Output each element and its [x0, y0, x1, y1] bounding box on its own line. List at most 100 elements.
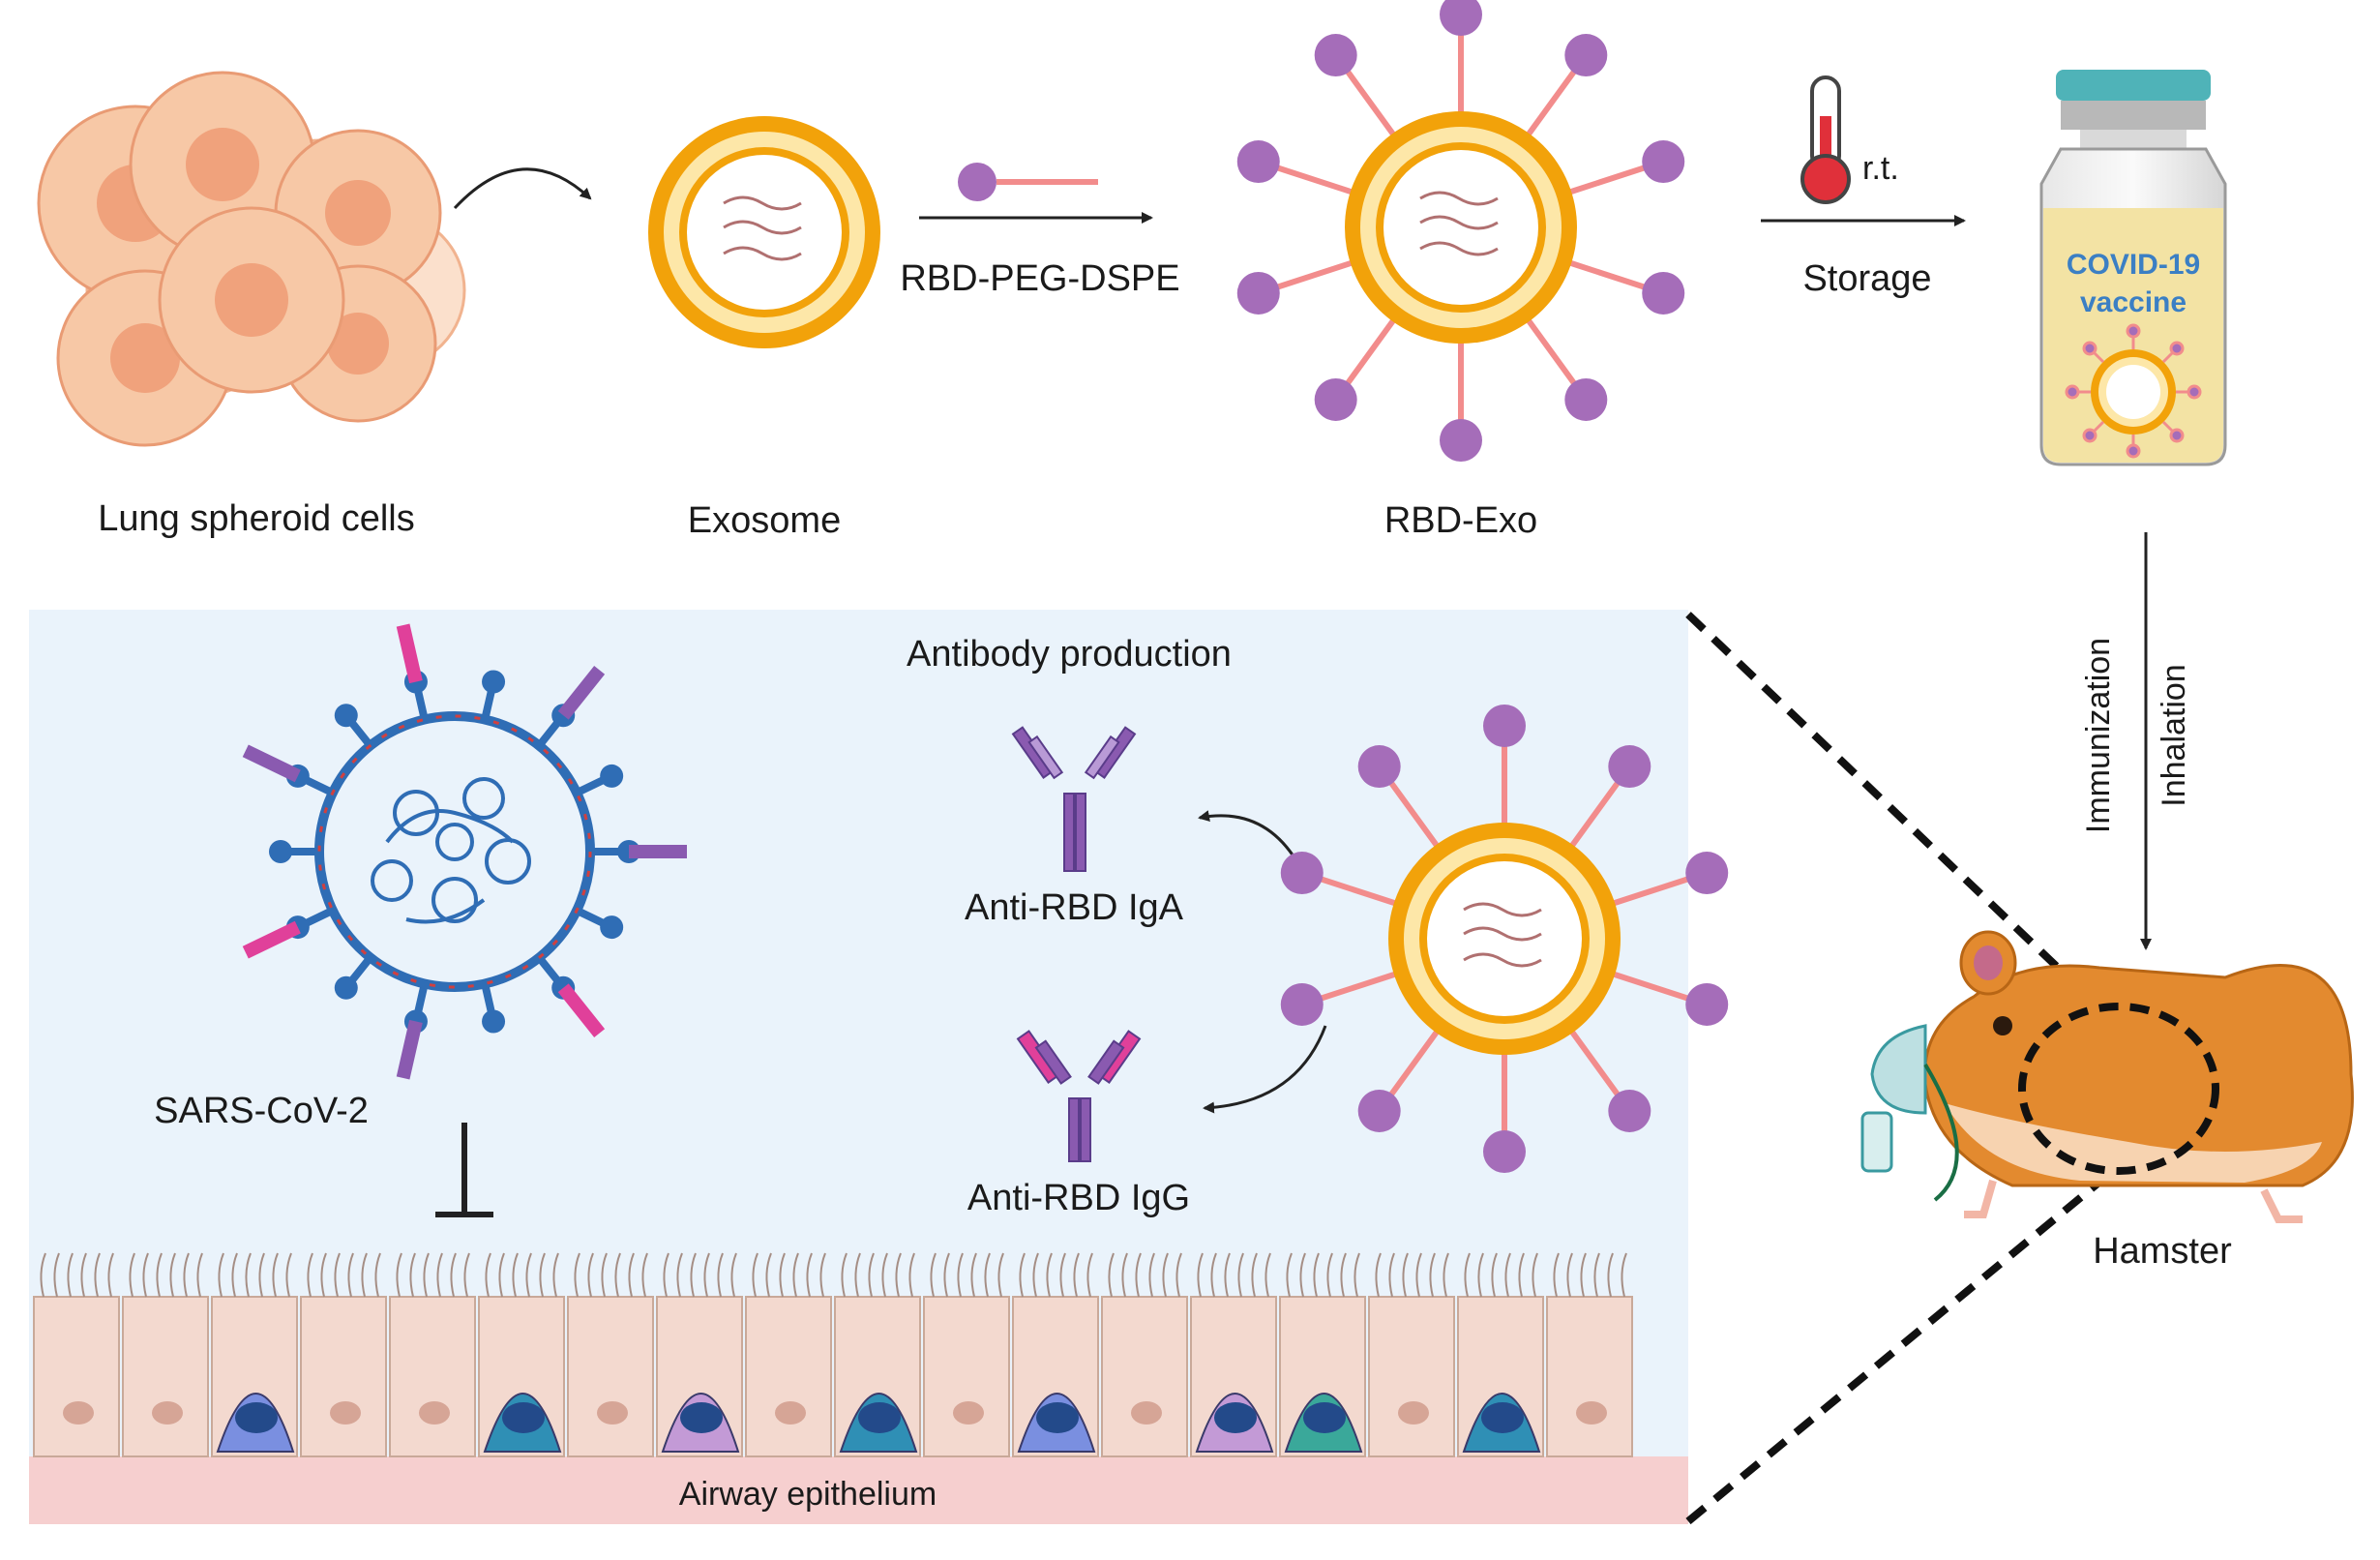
- cilium: [396, 1252, 402, 1298]
- rbd-head: [1440, 419, 1482, 462]
- storage-label: Storage: [1802, 258, 1931, 299]
- peg-spoke: [1565, 163, 1651, 196]
- specialized-nucleus: [1214, 1402, 1257, 1433]
- cilium: [752, 1252, 759, 1298]
- cilium: [107, 1252, 114, 1298]
- spike-head: [482, 1009, 506, 1034]
- cilium: [1340, 1252, 1347, 1298]
- cell-nucleus: [1576, 1401, 1607, 1425]
- lung-spheroid-cells-icon: [37, 71, 466, 447]
- cilium: [1443, 1252, 1449, 1298]
- cilium: [169, 1252, 176, 1298]
- arrow-to-igg: [1203, 1025, 1327, 1114]
- temperature-label: r.t.: [1862, 150, 1899, 187]
- cilium: [663, 1252, 669, 1298]
- bound-antibody: [557, 665, 606, 720]
- cilium: [970, 1252, 977, 1298]
- cilium: [1313, 1252, 1320, 1298]
- spike-head: [334, 704, 358, 728]
- cilium: [1429, 1252, 1436, 1298]
- cilium: [450, 1252, 457, 1298]
- cilium: [1148, 1252, 1155, 1298]
- cilium: [1532, 1252, 1538, 1298]
- cilium: [1354, 1252, 1360, 1298]
- cilium: [320, 1252, 327, 1298]
- cilium: [258, 1252, 265, 1298]
- conjugate-label: RBD-PEG-DSPE: [900, 258, 1179, 299]
- cilium: [601, 1252, 608, 1298]
- cilium: [272, 1252, 279, 1298]
- cilium: [67, 1252, 74, 1298]
- cell-nucleus: [775, 1401, 806, 1425]
- cilium: [895, 1252, 902, 1298]
- cilium: [1264, 1252, 1271, 1298]
- peg-spoke: [1567, 1027, 1623, 1101]
- peg-spoke: [1342, 65, 1398, 139]
- rbd-head: [1608, 745, 1651, 789]
- epithelial-cell: [1546, 1296, 1633, 1457]
- cell-nucleus: [63, 1401, 94, 1425]
- cilium: [1491, 1252, 1498, 1298]
- cilium: [908, 1252, 915, 1298]
- peg-spoke: [1524, 315, 1580, 390]
- cilium: [1059, 1252, 1066, 1298]
- epithelial-cell: [923, 1296, 1010, 1457]
- peg-spoke: [1524, 65, 1580, 139]
- cilium: [1073, 1252, 1080, 1298]
- vaccine-vial-icon: [2039, 70, 2227, 466]
- cilium: [997, 1252, 1004, 1298]
- bound-antibody: [396, 1019, 423, 1080]
- peg-spoke: [1271, 163, 1356, 196]
- cilium: [1607, 1252, 1614, 1298]
- rbd-head: [1314, 377, 1357, 421]
- rbd-head: [1685, 982, 1729, 1026]
- cilium: [930, 1252, 937, 1298]
- cilium: [819, 1252, 826, 1298]
- cilium: [245, 1252, 252, 1298]
- rbd-head: [1314, 34, 1357, 77]
- cilium: [587, 1252, 594, 1298]
- cilium: [183, 1252, 190, 1298]
- cilium: [614, 1252, 621, 1298]
- cilium: [765, 1252, 772, 1298]
- peg-spoke: [1271, 258, 1356, 292]
- peg-spoke: [1315, 970, 1400, 1004]
- cilium: [1477, 1252, 1484, 1298]
- rbd-head: [1236, 140, 1280, 184]
- specialized-nucleus: [858, 1402, 901, 1433]
- cilium: [498, 1252, 505, 1298]
- cilium: [525, 1252, 532, 1298]
- cilium: [347, 1252, 354, 1298]
- virus-label: SARS-CoV-2: [154, 1091, 369, 1131]
- epithelium-label: Airway epithelium: [679, 1476, 937, 1513]
- cilium: [1237, 1252, 1244, 1298]
- cilium: [1019, 1252, 1026, 1298]
- cilium: [1375, 1252, 1382, 1298]
- cilium: [984, 1252, 991, 1298]
- rbd-head: [1564, 34, 1608, 77]
- specialized-nucleus: [235, 1402, 278, 1433]
- antibody-production-label: Antibody production: [907, 634, 1232, 675]
- cilium: [1621, 1252, 1627, 1298]
- cilium: [1566, 1252, 1573, 1298]
- cilium: [779, 1252, 786, 1298]
- cilium: [485, 1252, 491, 1298]
- cilium: [854, 1252, 861, 1298]
- igg-antibody-icon: [1016, 1030, 1142, 1162]
- zoom-line-top: [1685, 612, 2122, 1029]
- specialized-nucleus: [502, 1402, 545, 1433]
- cilium: [53, 1252, 60, 1298]
- cilium: [1464, 1252, 1471, 1298]
- cilium: [1580, 1252, 1587, 1298]
- cilium: [94, 1252, 101, 1298]
- iga-antibody-icon: [1011, 726, 1137, 872]
- cilium: [1251, 1252, 1258, 1298]
- exosome-label: Exosome: [688, 500, 841, 541]
- cilium: [676, 1252, 683, 1298]
- vial-text-line1: COVID-19: [2067, 249, 2200, 281]
- cilium: [1086, 1252, 1093, 1298]
- bound-antibody: [242, 744, 301, 783]
- cilium: [80, 1252, 87, 1298]
- cilium: [1504, 1252, 1511, 1298]
